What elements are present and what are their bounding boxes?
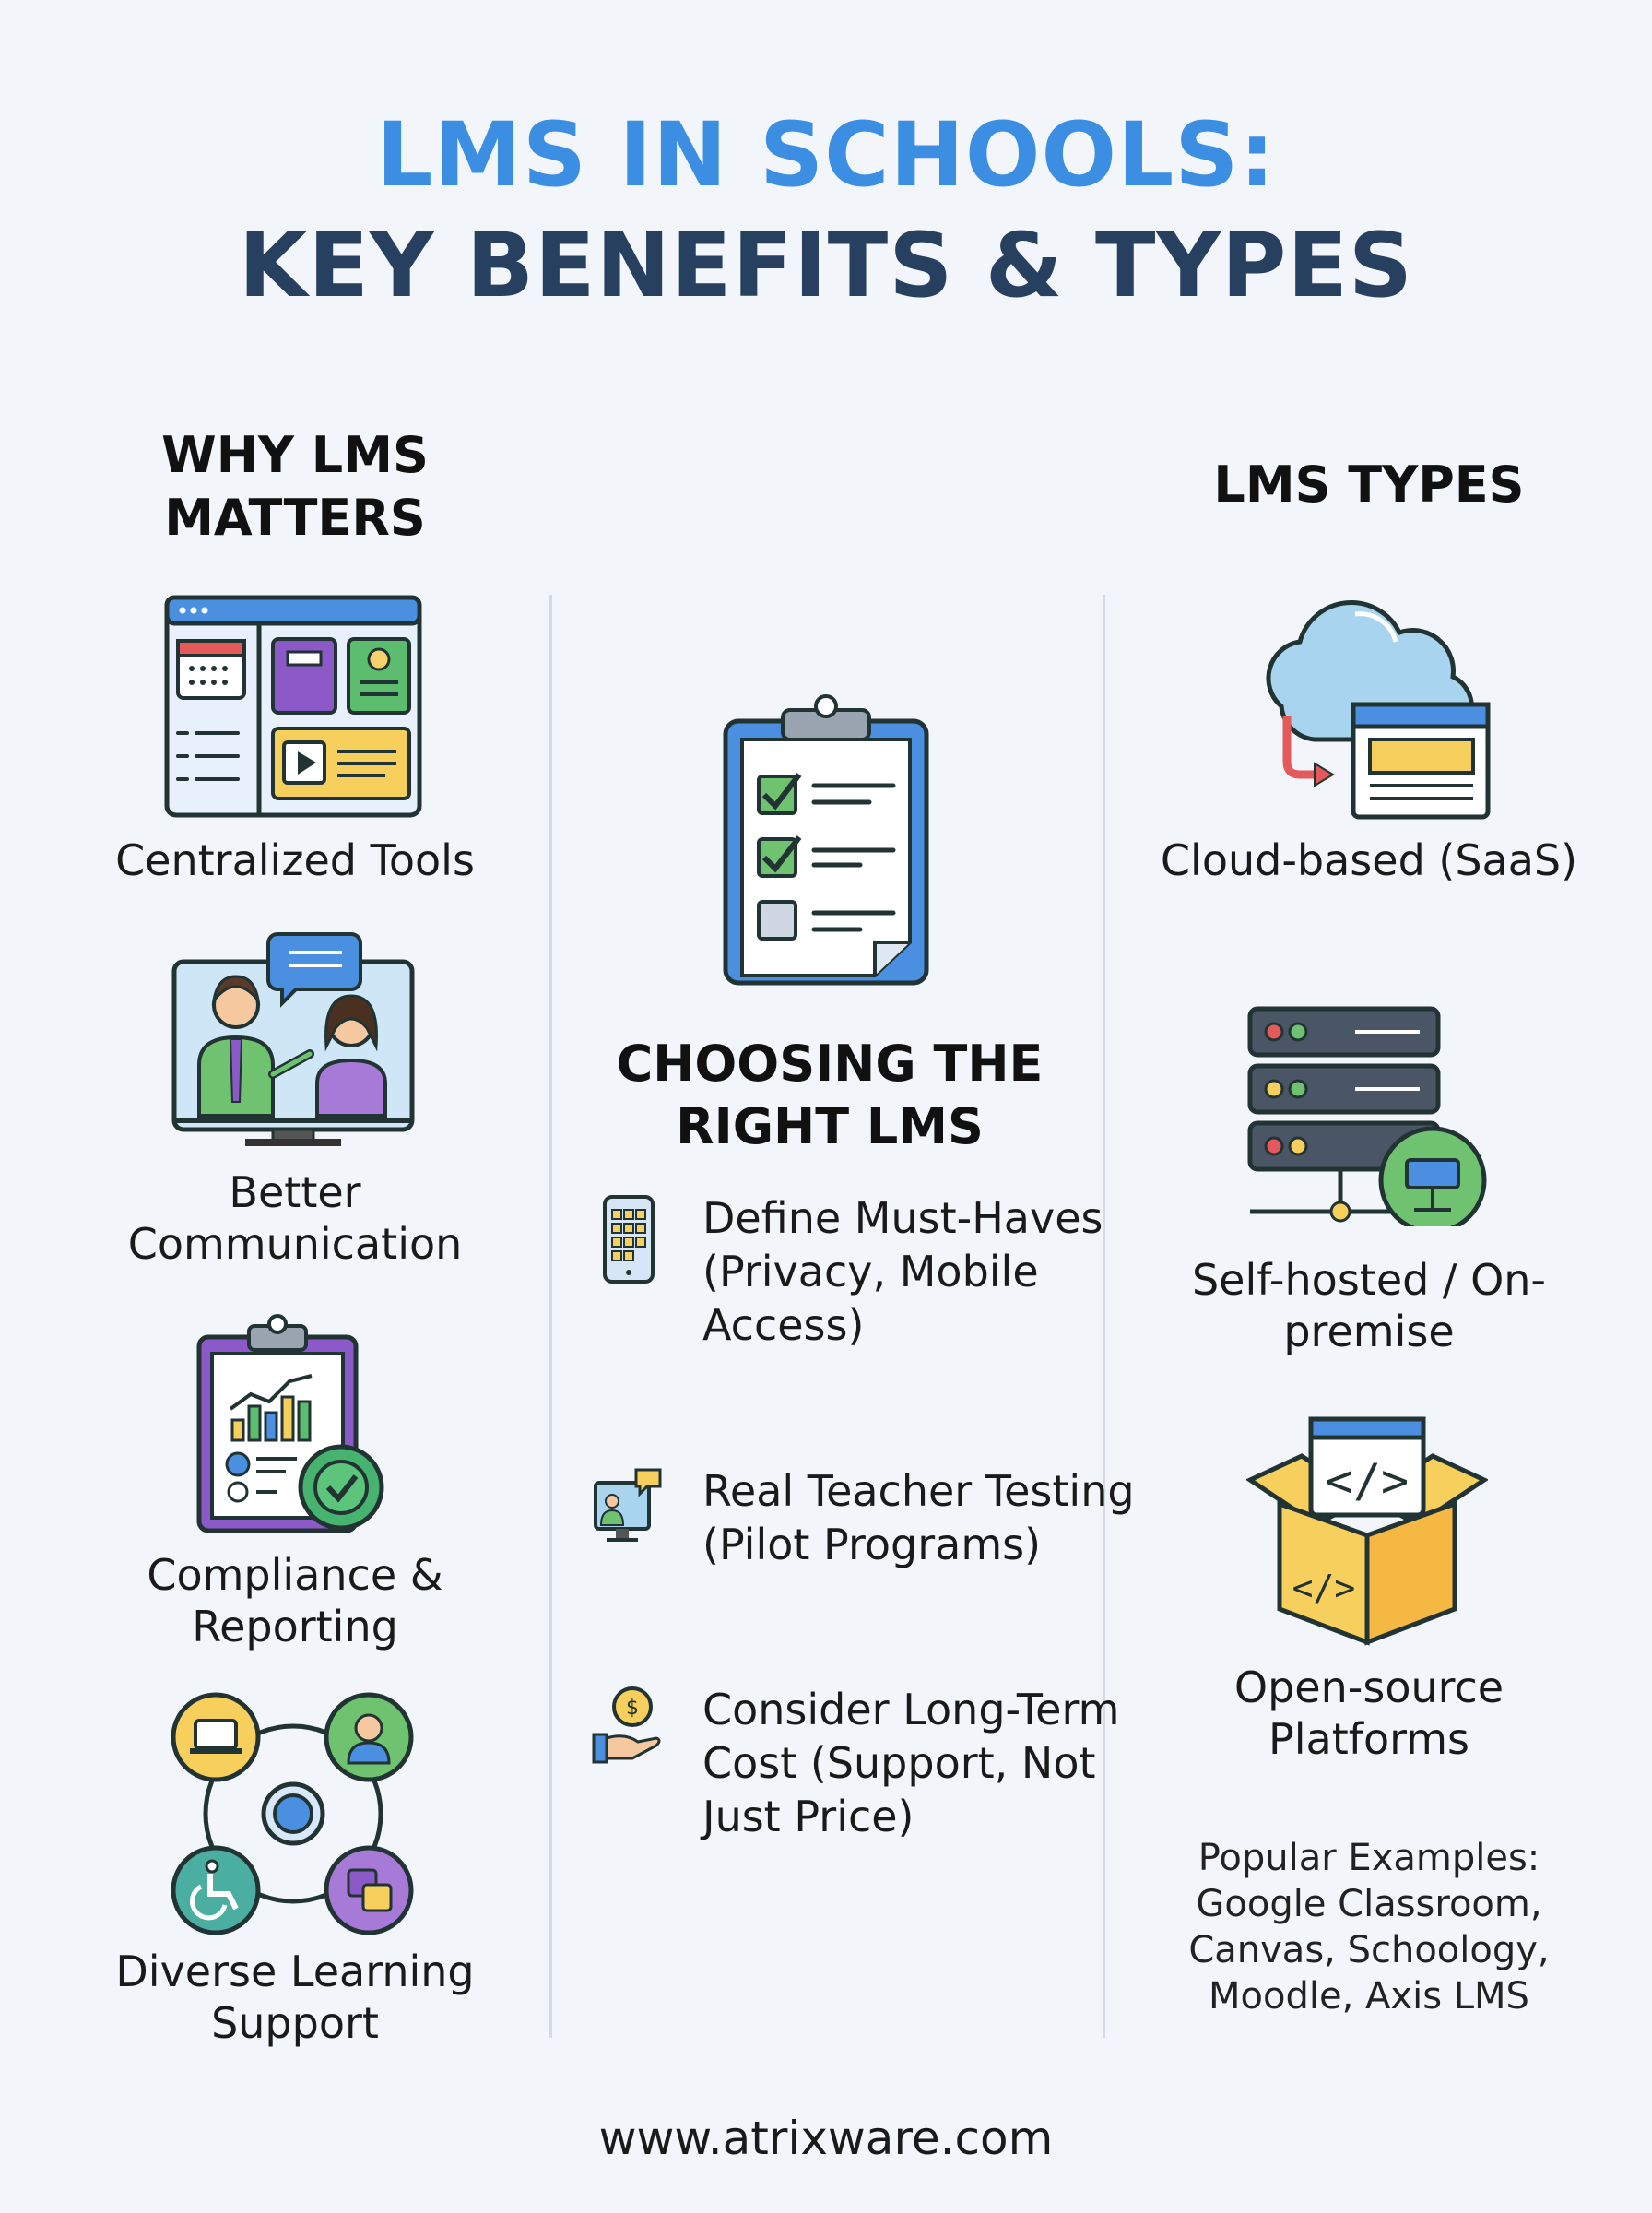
column-divider-right [1103, 595, 1105, 2038]
lms-types-heading: LMS TYPES [1213, 456, 1525, 514]
compliance-reporting-label: Compliance & Reporting [147, 1550, 443, 1651]
cloud-saas-icon [1266, 600, 1491, 820]
popular-examples-text: Popular Examples: Google Classroom, Canv… [1188, 1837, 1550, 2018]
diverse-learning-label: Diverse Learning Support [115, 1947, 475, 2048]
clipboard-checklist-icon [723, 694, 929, 986]
choosing-item-text: Define Must-Haves (Privacy, Mobile Acces… [702, 1193, 1103, 1350]
choosing-lms-heading: CHOOSING THE RIGHT LMS [616, 1035, 1044, 1155]
centralized-tools-label: Centralized Tools [115, 835, 475, 885]
video-conference-icon [171, 932, 415, 1146]
self-hosted-label: Self-hosted / On-premise [1191, 1255, 1547, 1356]
phone-icon [603, 1195, 655, 1284]
svg-text:$: $ [626, 1697, 639, 1720]
choosing-item-must-haves: Define Must-Haves (Privacy, Mobile Acces… [590, 1191, 1103, 1394]
choosing-item-long-term-cost: $ Consider Long-Term Cost (Support, Not … [590, 1683, 1119, 1886]
diverse-learning-icon [171, 1692, 414, 1935]
choosing-item-text: Real Teacher Testing (Pilot Programs) [702, 1466, 1135, 1569]
open-source-label: Open-source Platforms [1233, 1663, 1504, 1764]
teacher-presentation-icon [594, 1468, 662, 1542]
svg-text:</>: </> [1292, 1568, 1356, 1608]
why-lms-heading: WHY LMS MATTERS [161, 426, 429, 547]
choosing-item-text: Consider Long-Term Cost (Support, Not Ju… [702, 1685, 1120, 1841]
cloud-based-label: Cloud-based (SaaS) [1160, 835, 1578, 885]
dashboard-icon [164, 595, 422, 818]
title-line-1: LMS IN SCHOOLS: [376, 103, 1276, 207]
money-hand-icon: $ [592, 1686, 661, 1764]
open-source-box-icon: </> </> [1246, 1416, 1488, 1646]
column-divider-left [549, 595, 552, 2038]
svg-text:</>: </> [1326, 1454, 1409, 1508]
footer-url[interactable]: www.atrixware.com [598, 2112, 1054, 2165]
title-line-2: KEY BENEFITS & TYPES [238, 214, 1414, 317]
better-communication-label: Better Communication [127, 1167, 463, 1269]
server-icon [1247, 1006, 1487, 1226]
choosing-item-teacher-testing: Real Teacher Testing (Pilot Programs) [590, 1464, 1135, 1667]
compliance-report-icon [196, 1314, 384, 1533]
